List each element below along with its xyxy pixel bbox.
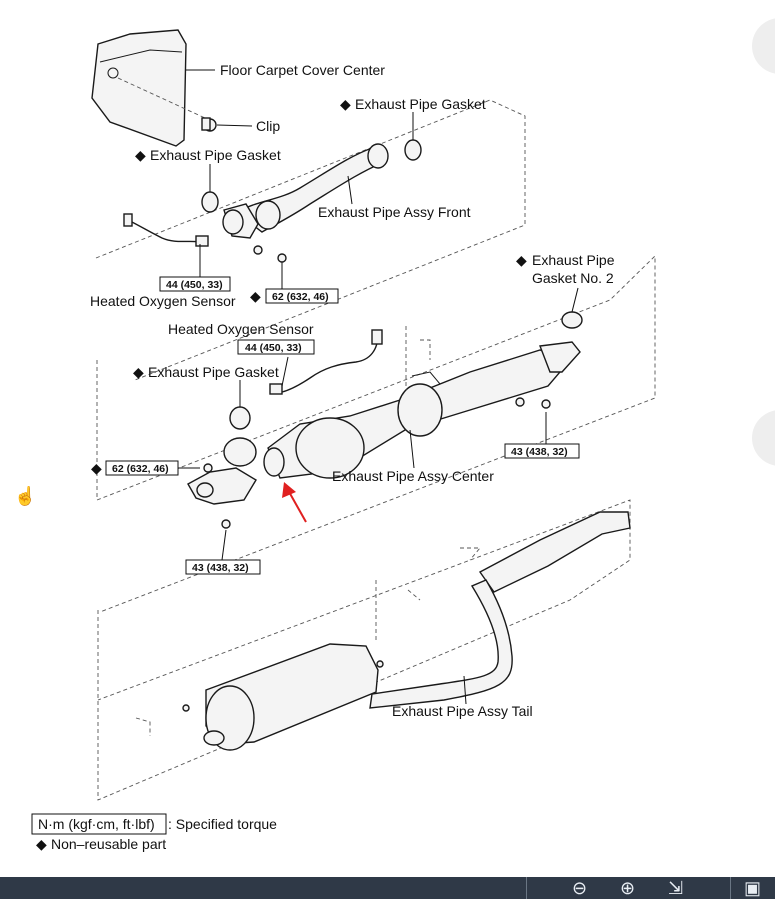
leader-lines <box>178 69 579 705</box>
label-exhaust-pipe-center: Exhaust Pipe Assy Center <box>332 468 494 484</box>
legend-nonreusable: Non–reusable part <box>51 836 166 852</box>
label-gasket-front-left: Exhaust Pipe Gasket <box>150 147 281 163</box>
label-gasket-no2-line1: Exhaust Pipe <box>532 252 615 268</box>
nonreusable-mark: ◆ <box>133 364 144 380</box>
torque-center-bottom: 43 (438, 32) <box>192 562 249 574</box>
gasket-no2-part <box>561 311 583 329</box>
torque-center-left: 62 (632, 46) <box>112 463 169 475</box>
label-heated-o2-sensor-front: Heated Oxygen Sensor <box>90 293 236 309</box>
exhaust-pipe-center <box>187 341 581 529</box>
side-expand-button[interactable] <box>752 410 775 466</box>
legend-torque-desc: : Specified torque <box>168 816 277 832</box>
toolbar-divider <box>526 877 527 899</box>
assembly-outlines <box>95 99 656 801</box>
torque-front-bolt: 62 (632, 46) <box>272 291 329 303</box>
download-icon[interactable]: ▣ <box>744 878 762 898</box>
label-floor-carpet-cover: Floor Carpet Cover Center <box>220 62 385 78</box>
hanger-brackets <box>135 326 481 736</box>
exhaust-pipe-tail <box>182 511 631 751</box>
torque-box-center-bottom <box>185 559 261 575</box>
zoom-out-icon[interactable]: ⊖ <box>572 878 588 898</box>
nonreusable-mark: ◆ <box>516 252 527 268</box>
label-heated-o2-sensor-center: Heated Oxygen Sensor <box>168 321 314 337</box>
torque-box-sensor-center <box>237 339 315 355</box>
oxygen-sensor-front <box>123 213 209 247</box>
exhaust-pipe-front <box>222 143 389 263</box>
torque-box-center-left <box>105 460 179 476</box>
zoom-in-icon[interactable]: ⊕ <box>620 878 636 898</box>
clip-part <box>201 117 217 132</box>
hand-cursor-icon: ☝ <box>14 486 37 506</box>
gasket-front-right-part <box>404 139 422 161</box>
nonreusable-mark: ◆ <box>135 147 146 163</box>
label-exhaust-pipe-tail: Exhaust Pipe Assy Tail <box>392 703 533 719</box>
legend-torque-box <box>31 813 167 835</box>
gasket-front-left-part <box>201 191 219 213</box>
gasket-center-part <box>229 406 251 430</box>
nonreusable-mark: ◆ <box>36 836 47 852</box>
toolbar-divider <box>730 877 731 899</box>
fit-page-icon[interactable]: ⇲ <box>668 878 684 898</box>
oxygen-sensor-center <box>269 329 383 395</box>
nonreusable-mark: ◆ <box>91 460 102 476</box>
red-pointer-arrow <box>282 482 307 523</box>
torque-center-right: 43 (438, 32) <box>511 446 568 458</box>
label-clip: Clip <box>256 118 280 134</box>
viewer-toolbar: ⊖ ⊕ ⇲ ▣ <box>0 877 775 899</box>
torque-box-sensor-front <box>159 276 231 292</box>
torque-sensor-center: 44 (450, 33) <box>245 342 302 354</box>
label-gasket-center: Exhaust Pipe Gasket <box>148 364 279 380</box>
torque-box-center-right <box>504 443 580 459</box>
legend-torque-unit: N·m (kgf·cm, ft·lbf) <box>38 816 155 832</box>
torque-box-front-bolt <box>265 288 339 304</box>
label-exhaust-pipe-front: Exhaust Pipe Assy Front <box>318 204 471 220</box>
nonreusable-mark: ◆ <box>250 288 261 304</box>
torque-sensor-front: 44 (450, 33) <box>166 279 223 291</box>
floor-carpet-cover <box>91 29 206 147</box>
label-gasket-no2-line2: Gasket No. 2 <box>532 270 614 286</box>
label-gasket-front-right: Exhaust Pipe Gasket <box>355 96 486 112</box>
nonreusable-mark: ◆ <box>340 96 351 112</box>
side-next-button[interactable] <box>752 18 775 74</box>
